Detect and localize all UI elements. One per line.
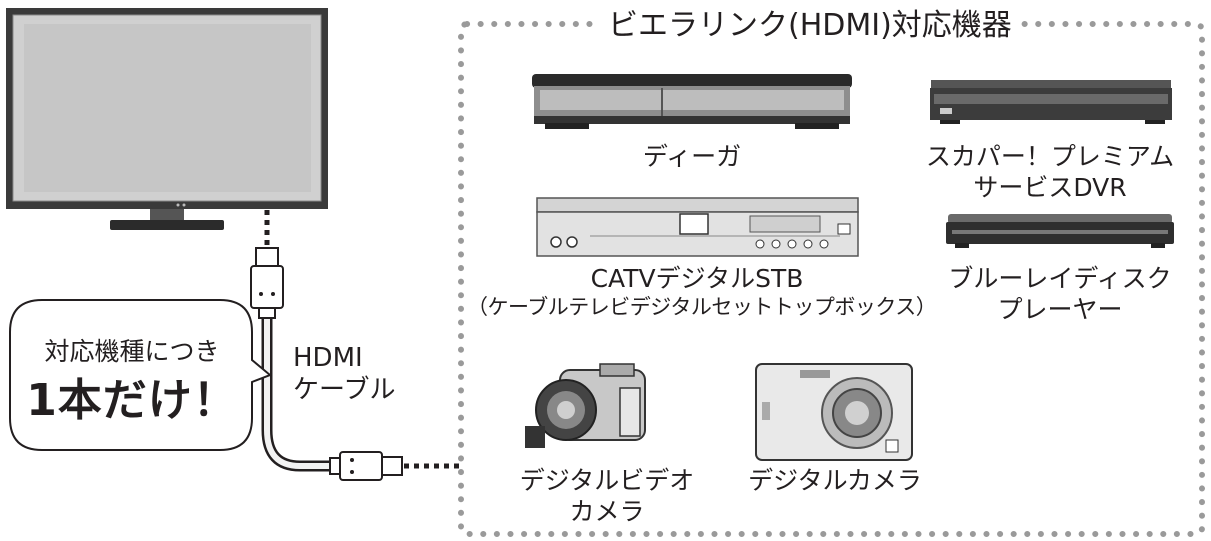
- videocam-label-line1: デジタルビデオ: [519, 466, 695, 495]
- bluray-label-line2: プレーヤー: [997, 295, 1123, 325]
- diagram-title: ビエラリンク(HDMI)対応機器: [608, 8, 1012, 43]
- videocam-label-line2: カメラ: [569, 497, 645, 527]
- bluray-label-line1: ブルーレイディスク: [948, 264, 1172, 293]
- title-container: ビエラリンク(HDMI)対応機器: [600, 6, 1020, 46]
- hdmi-cable-icon: [250, 247, 403, 481]
- bluray-player-icon: [946, 214, 1174, 248]
- tv-icon: [6, 8, 328, 230]
- digital-camera-icon: [755, 363, 913, 461]
- sky-perfect-dvr-icon: [930, 80, 1172, 124]
- video-camera-icon: [525, 363, 646, 448]
- skyperfect-label-line2: サービスDVR: [973, 173, 1127, 203]
- hdmi-cable-label-line1: HDMI: [293, 343, 363, 373]
- skyperfect-label: スカパー！プレミアム サービスDVR: [905, 141, 1195, 204]
- diga-recorder-icon: [532, 74, 852, 129]
- hdmi-cable-label-line2: ケーブル: [293, 374, 396, 405]
- diga-label: ディーガ: [562, 141, 822, 172]
- catv-label-line2: （ケーブルテレビデジタルセットトップボックス）: [467, 295, 937, 320]
- bubble-text-line2: 1本だけ！: [26, 375, 238, 426]
- diga-label-line1: ディーガ: [642, 142, 742, 171]
- bubble-text-line1: 対応機種につき: [44, 337, 220, 366]
- camera-label-line1: デジタルカメラ: [748, 466, 922, 495]
- bluray-label: ブルーレイディスク プレーヤー: [925, 263, 1195, 326]
- catv-label-line1: CATVデジタルSTB: [590, 264, 804, 293]
- camera-label: デジタルカメラ: [725, 465, 945, 496]
- catv-stb-icon: [536, 197, 859, 257]
- hdmi-cable-label: HDMI ケーブル: [293, 343, 395, 406]
- catv-label: CATVデジタルSTB （ケーブルテレビデジタルセットトップボックス）: [467, 263, 937, 321]
- skyperfect-label-line1: スカパー！プレミアム: [925, 142, 1175, 171]
- videocam-label: デジタルビデオ カメラ: [497, 465, 717, 528]
- speech-bubble: [9, 299, 272, 451]
